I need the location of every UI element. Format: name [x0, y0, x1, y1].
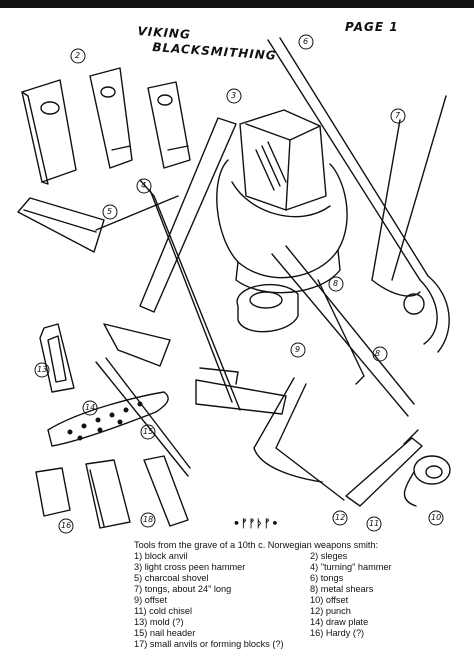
callout-markers [34, 34, 444, 534]
tool-item: 15) nail header [134, 628, 196, 638]
sledge-head-1 [21, 79, 77, 185]
callout-9: 9 [295, 345, 301, 354]
callout-13: 13 [37, 365, 48, 374]
cross-peen-hammer [103, 117, 237, 367]
sledge-head-3 [147, 81, 191, 169]
offset-ring [236, 283, 299, 333]
callout-8: 8 [333, 279, 339, 288]
small-anvil-3 [143, 455, 189, 527]
tongs-long-7 [371, 95, 447, 315]
tool-item: 10) offset [310, 595, 349, 605]
callout-5: 5 [107, 207, 113, 216]
tool-item: 5) charcoal shovel [134, 573, 209, 583]
mold [39, 323, 75, 393]
top-border-band [0, 0, 474, 8]
tongs-long-6 [267, 37, 450, 353]
callout-15: 15 [143, 427, 154, 436]
turning-hammer [195, 367, 287, 415]
sledge-head-2 [89, 67, 133, 169]
callout-10: 10 [431, 513, 442, 522]
cold-chisel [345, 429, 423, 507]
callout-8b: 8 [375, 349, 381, 358]
tool-item: 3) light cross peen hammer [134, 562, 246, 572]
rune-signature: •ᚠᚠᚦᚠ• [233, 517, 280, 530]
hardy [403, 455, 451, 507]
callout-4: 4 [141, 181, 147, 190]
tool-item: 1) block anvil [134, 551, 188, 561]
charcoal-shovel [17, 195, 179, 253]
callout-11: 11 [369, 519, 380, 528]
tools-illustration [17, 34, 451, 534]
tongs-small [139, 179, 241, 411]
tools-caption: Tools from the grave of a 10th c. Norweg… [134, 540, 434, 650]
tool-item: 4) "turning" hammer [310, 562, 392, 572]
callout-3: 3 [231, 91, 237, 100]
tool-item: 8) metal shears [310, 584, 374, 594]
tool-item: 12) punch [310, 606, 351, 616]
page-label: PAGE 1 [345, 20, 399, 34]
small-anvil-1 [35, 467, 71, 517]
tool-item: 6) tongs [310, 573, 344, 583]
draw-plate [47, 391, 169, 447]
tool-item: 2) sleges [310, 551, 348, 561]
tool-item: 16) Hardy (?) [310, 628, 365, 638]
tool-list: 1) block anvil 2) sleges 3) light cross … [134, 551, 434, 650]
tool-item: 14) draw plate [310, 617, 369, 627]
tool-item: 13) mold (?) [134, 617, 184, 627]
metal-shears [271, 245, 415, 417]
callout-6: 6 [303, 37, 309, 46]
tool-item: 11) cold chisel [134, 606, 193, 616]
caption-intro: Tools from the grave of a 10th c. Norweg… [134, 540, 379, 550]
block-anvil [216, 109, 348, 294]
callout-18: 18 [143, 515, 154, 524]
tool-item: 9) offset [134, 595, 168, 605]
nail-header [95, 357, 191, 477]
tool-item: 7) tongs, about 24" long [134, 584, 232, 594]
tongs-lower [253, 377, 345, 501]
small-anvil-2 [85, 459, 131, 529]
callout-16: 16 [61, 521, 72, 530]
callout-14: 14 [85, 403, 96, 412]
callout-2: 2 [75, 51, 81, 60]
tool-item: 17) small anvils or forming blocks (?) [134, 639, 284, 649]
callout-12: 12 [335, 513, 346, 522]
callout-7: 7 [395, 111, 401, 120]
